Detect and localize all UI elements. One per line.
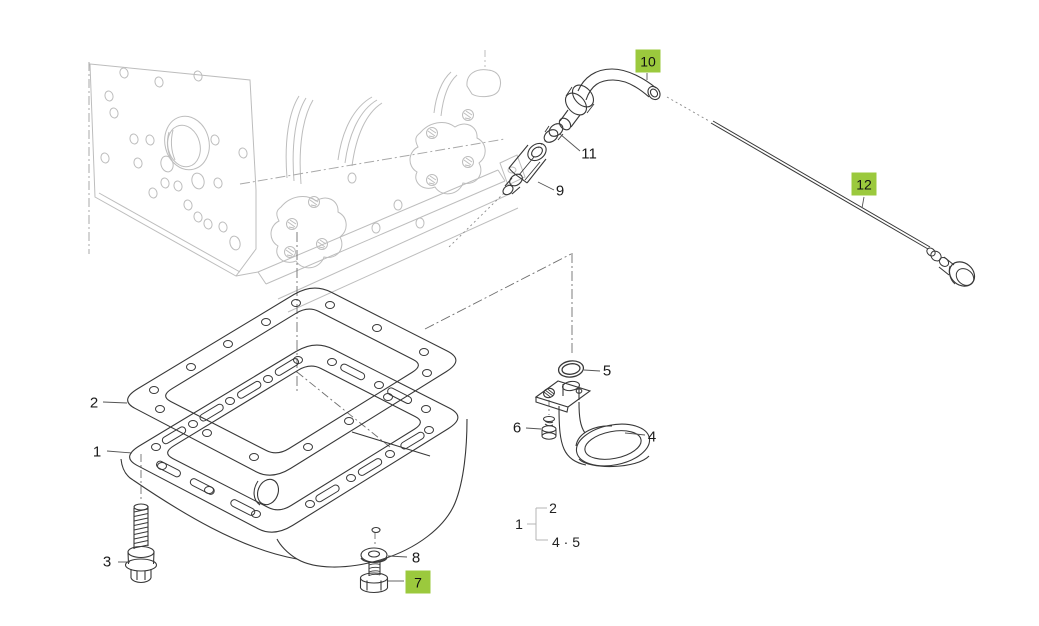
reference-child-top: 2 — [549, 500, 557, 516]
adapter-fitting-drawing — [502, 142, 547, 196]
pan-flange-slots — [156, 358, 425, 516]
drain-plug-drawing — [359, 561, 389, 594]
callout-11: 11 — [581, 145, 597, 163]
o-ring-drawing — [557, 360, 585, 378]
dipstick-drawing — [710, 120, 976, 287]
leader-lines — [102, 73, 865, 582]
callout-9: 9 — [555, 182, 565, 200]
callout-8: 8 — [411, 549, 421, 567]
callout-4: 4 — [647, 428, 657, 446]
highlighted-callout-7[interactable]: 7 — [405, 570, 431, 594]
engine-block-phantom — [88, 50, 526, 313]
cap-bolt-bores — [284, 109, 474, 258]
suction-pipe-drawing — [534, 380, 651, 468]
reference-child-bottom: 4 · 5 — [551, 534, 581, 550]
callout-6: 6 — [512, 419, 522, 437]
pan-flange-holes — [151, 356, 434, 518]
bearing-cap — [409, 121, 486, 195]
tube-nut-drawing — [543, 123, 564, 143]
oil-pan-drawing — [120, 344, 468, 568]
highlighted-callout-10[interactable]: 10 — [635, 49, 661, 73]
reference-bracket — [527, 507, 548, 541]
drain-washer-drawing — [360, 547, 388, 564]
bearing-cap — [270, 195, 347, 269]
gasket-drawing — [127, 287, 457, 476]
pan-bolt-drawing — [124, 503, 158, 584]
callout-2: 2 — [89, 394, 99, 412]
filler-tube-drawing — [558, 68, 661, 131]
suction-bolt-drawing — [541, 416, 557, 440]
callout-5: 5 — [602, 362, 612, 380]
callout-1: 1 — [92, 443, 102, 461]
reference-parent: 1 — [515, 516, 523, 532]
gasket-bolt-holes — [149, 299, 432, 461]
block-face-holes — [100, 67, 248, 251]
highlighted-callout-12[interactable]: 12 — [851, 172, 877, 196]
center-axes — [140, 96, 710, 547]
callout-3: 3 — [102, 553, 112, 571]
